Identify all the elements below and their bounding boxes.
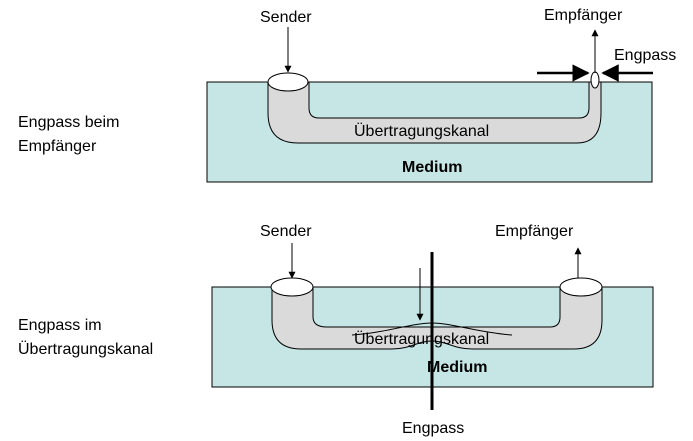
bottom-receiver-label: Empfänger [495, 223, 574, 240]
top-sender-cylinder [267, 72, 309, 92]
top-channel-label: Übertragungskanal [354, 122, 489, 140]
top-receiver-opening [590, 71, 600, 89]
top-side-label-line1: Engpass beim [18, 114, 119, 131]
bottom-diagram: Engpass im Übertragungskanal Sender Empf… [18, 223, 654, 437]
bottom-channel [271, 286, 603, 350]
top-sender-label: Sender [260, 9, 312, 26]
bottom-receiver-cylinder [559, 277, 603, 297]
bottom-sender-cylinder [270, 277, 314, 297]
top-side-label-line2: Empfänger [18, 138, 97, 155]
bottom-sender-label: Sender [260, 223, 312, 240]
top-diagram: Engpass beim Empfänger Sender Empfänger … [18, 7, 676, 183]
bottom-medium-label: Medium [427, 359, 487, 376]
bottom-side-label-line1: Engpass im [18, 317, 102, 334]
bottom-channel-label: Übertragungskanal [354, 330, 489, 348]
top-channel [267, 81, 602, 144]
top-bottleneck-label: Engpass [614, 47, 676, 64]
bottom-side-label-line2: Übertragungskanal [18, 340, 153, 358]
top-receiver-label: Empfänger [544, 7, 623, 24]
bottom-bottleneck-label: Engpass [402, 420, 464, 437]
top-medium-label: Medium [402, 159, 462, 176]
